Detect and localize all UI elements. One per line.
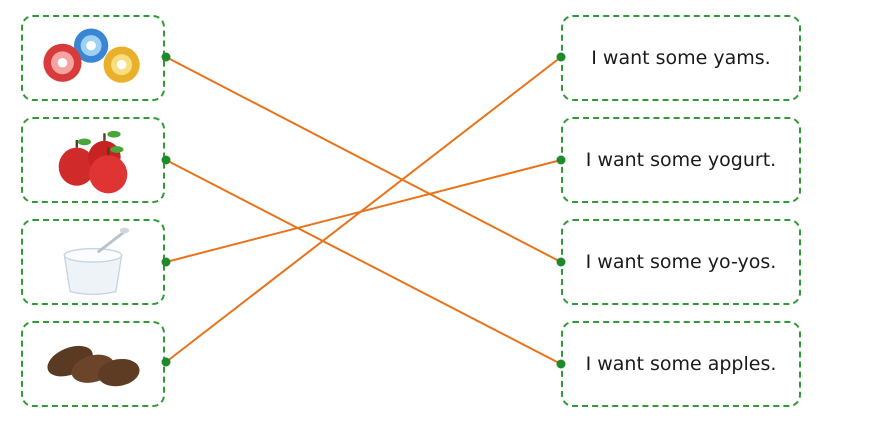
apples-icon bbox=[58, 130, 128, 194]
left-connector-dot[interactable] bbox=[161, 357, 171, 367]
picture-card-yogurt[interactable] bbox=[21, 219, 165, 305]
match-line bbox=[165, 159, 562, 365]
yams-icon bbox=[47, 345, 140, 387]
picture-card-yo-yos[interactable] bbox=[21, 15, 165, 101]
right-connector-dot[interactable] bbox=[556, 155, 566, 165]
sentence-card-yogurt[interactable]: I want some yogurt. bbox=[561, 117, 801, 203]
match-line bbox=[165, 56, 562, 263]
right-connector-dot[interactable] bbox=[556, 257, 566, 267]
sentence-card-apples[interactable]: I want some apples. bbox=[561, 321, 801, 407]
left-connector-dot[interactable] bbox=[161, 257, 171, 267]
right-connector-dot[interactable] bbox=[556, 359, 566, 369]
yogurt-icon bbox=[63, 227, 130, 296]
left-connector-dot[interactable] bbox=[161, 155, 171, 165]
sentence-card-yo-yos[interactable]: I want some yo-yos. bbox=[561, 219, 801, 305]
match-line bbox=[165, 159, 562, 263]
right-connector-dot[interactable] bbox=[556, 52, 566, 62]
left-connector-dot[interactable] bbox=[161, 52, 171, 62]
sentence-card-yams[interactable]: I want some yams. bbox=[561, 15, 801, 101]
match-line bbox=[165, 56, 562, 363]
picture-card-yams[interactable] bbox=[21, 321, 165, 407]
yo-yos-icon bbox=[43, 28, 140, 83]
